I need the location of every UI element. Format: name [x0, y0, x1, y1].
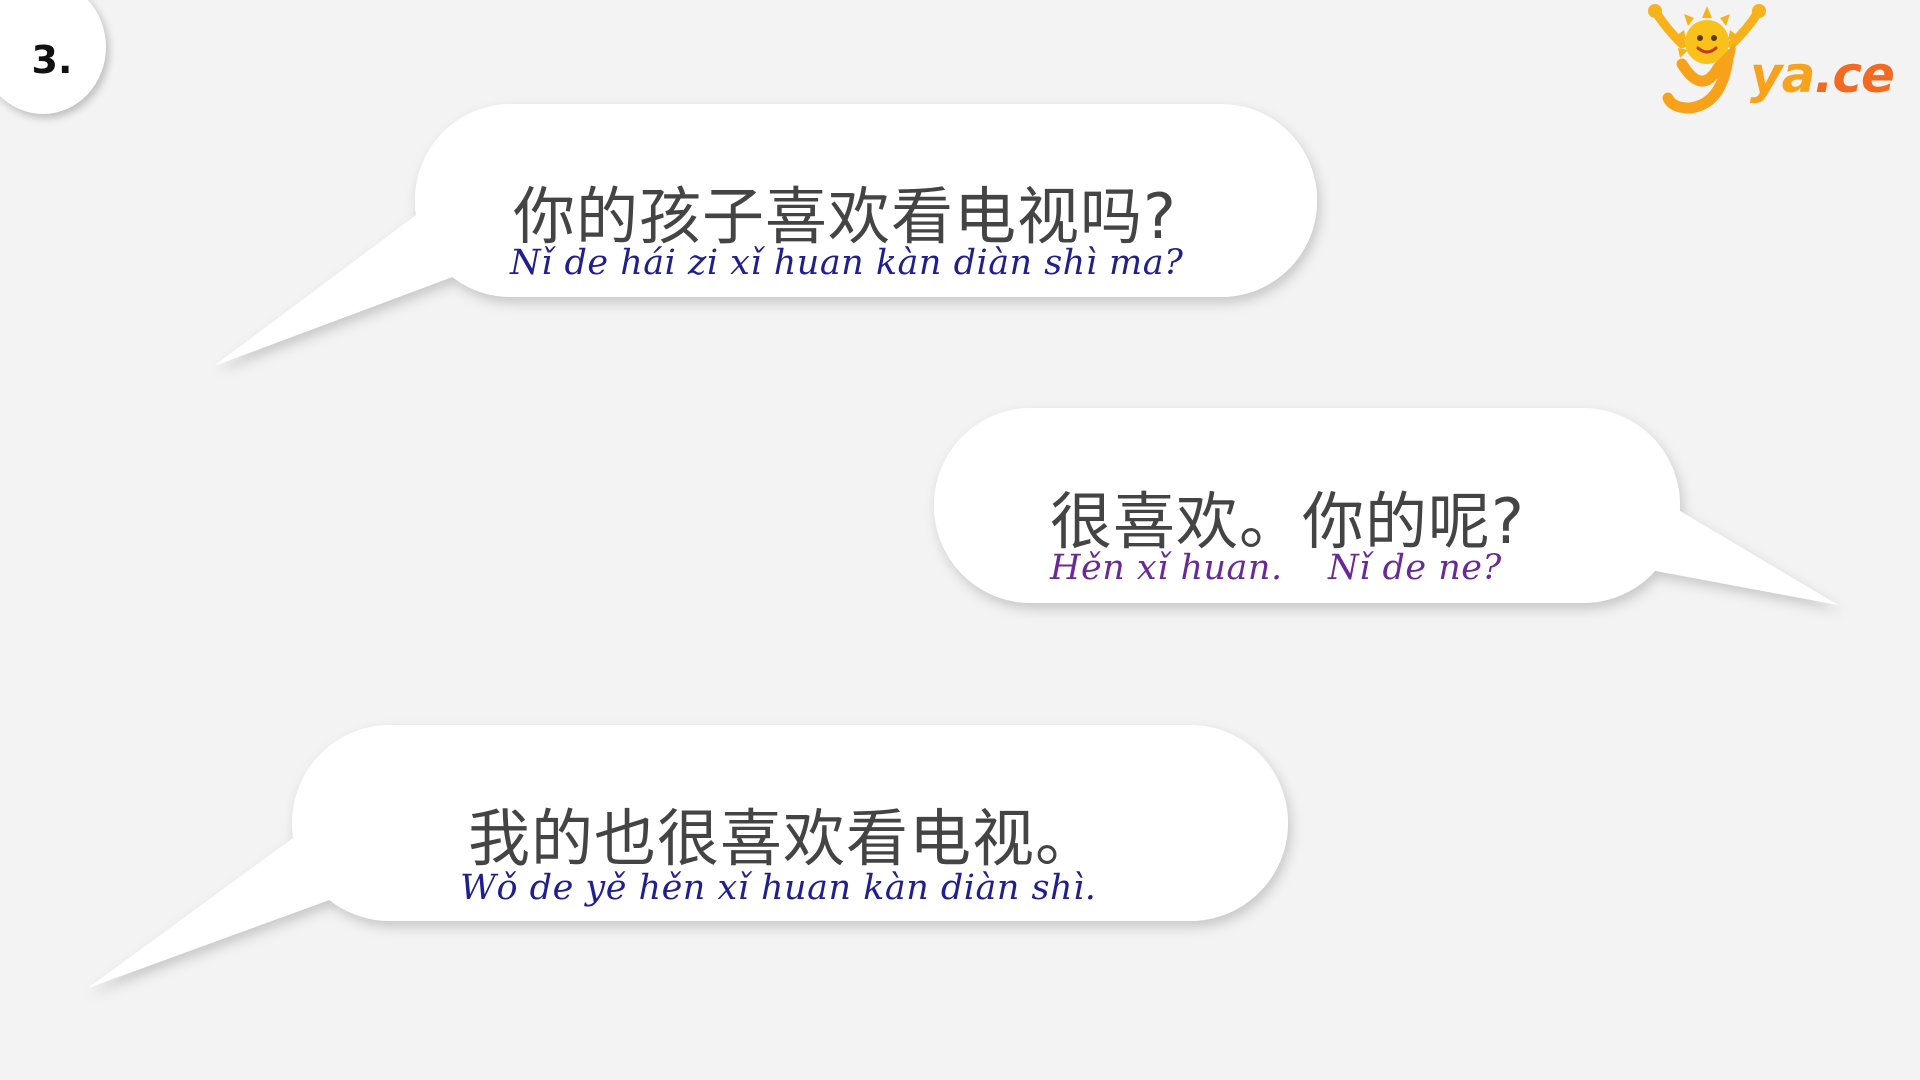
slide-number-badge: 3. — [0, 0, 106, 114]
sun-mascot-icon — [1648, 4, 1766, 114]
logo-text-main: ya — [1750, 46, 1815, 104]
bubble-3-hanzi: 我的也很喜欢看电视。 — [468, 802, 1099, 875]
speech-bubble-1 — [214, 104, 1317, 366]
bubble-1-hanzi: 你的孩子喜欢看电视吗? — [513, 180, 1177, 253]
bubble-3-pinyin: Wǒ de yě hěn xǐ huan kàn diàn shì. — [460, 868, 1097, 908]
bubble-2-pinyin-a: Hěn xǐ huan. — [1050, 548, 1283, 588]
logo-text: ya.ce — [1750, 46, 1895, 104]
speech-bubble-3 — [88, 725, 1288, 988]
ya-logo: ya.ce — [1642, 4, 1902, 114]
speech-bubble-2 — [934, 408, 1838, 605]
bubble-2-hanzi: 很喜欢。你的呢? — [1050, 485, 1525, 558]
bubble-2-pinyin-b: Nǐ de ne? — [1328, 548, 1502, 588]
slide-number: 3. — [31, 38, 73, 82]
logo-text-ext: .ce — [1814, 46, 1895, 104]
bubble-1-pinyin: Nǐ de hái zi xǐ huan kàn diàn shì ma? — [510, 243, 1184, 283]
